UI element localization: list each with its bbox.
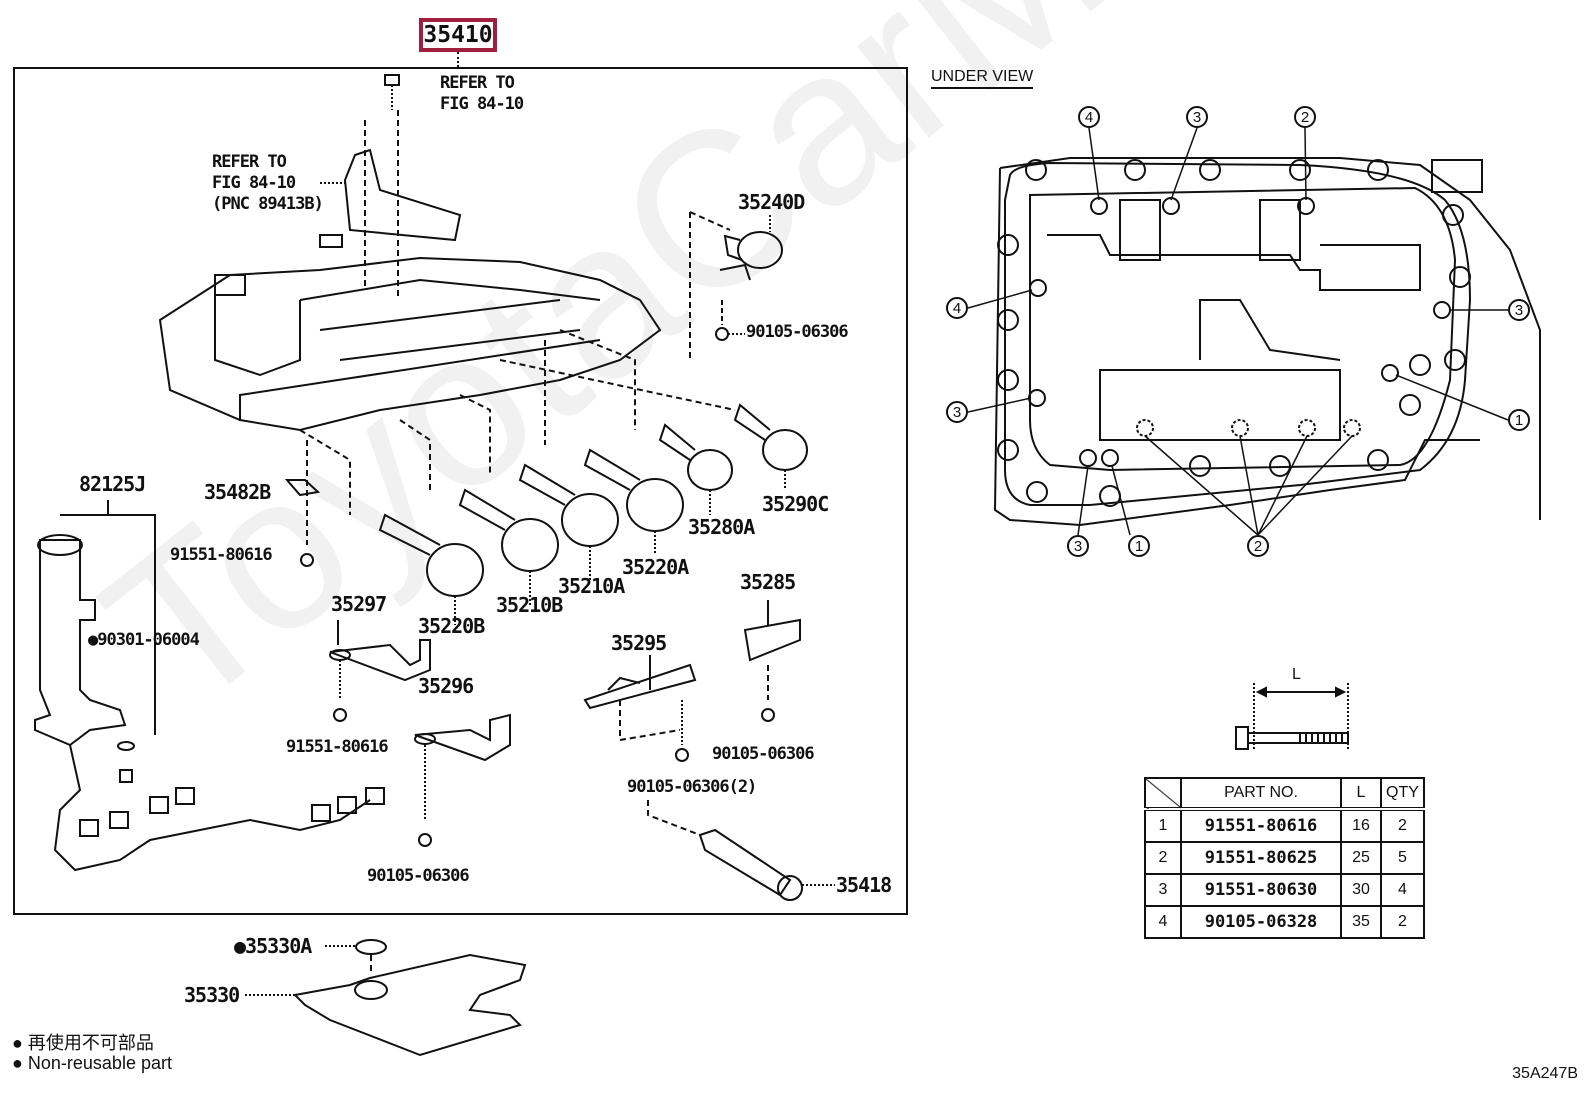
callout-bottom-3[interactable]: 3 (1067, 535, 1089, 557)
row-part-no[interactable]: 91551-80630 (1180, 873, 1342, 907)
part-label-90105-06306-2[interactable]: 90105-06306(2) (627, 777, 757, 797)
row-length: 35 (1340, 905, 1382, 939)
solenoid-35280A (658, 423, 733, 515)
header-length: L (1340, 777, 1382, 811)
part-label-35295[interactable]: 35295 (611, 631, 667, 655)
bracket-35297 (329, 639, 431, 682)
part-label-35285[interactable]: 35285 (740, 570, 796, 594)
table-corner-cell (1144, 777, 1182, 811)
part-label-35330[interactable]: 35330 (184, 983, 240, 1007)
speed-sensor (34, 539, 127, 747)
part-label-90301-06004[interactable]: ●90301-06004 (88, 630, 200, 650)
under-view-title: UNDER VIEW (931, 68, 1034, 89)
row-qty: 4 (1380, 873, 1425, 907)
non-reusable-bullet-icon: ● (88, 630, 98, 650)
oil-strainer (292, 953, 527, 1057)
solenoid-35290C (733, 403, 808, 490)
bolt-length-label: L (1292, 666, 1301, 683)
solenoid-35210B (458, 488, 559, 605)
bolt-spec-table: PART NO. L QTY 1 91551-80616 16 2 2 9155… (1144, 777, 1425, 939)
bolt-length-dimension (1235, 683, 1349, 750)
bracket-35296 (414, 713, 511, 762)
table-row: 2 91551-80625 25 5 (1144, 841, 1425, 875)
main-exploded-view-frame (13, 67, 908, 915)
callout-left-4[interactable]: 4 (946, 297, 968, 319)
bolt-icons (333, 708, 775, 847)
callout-right-3[interactable]: 3 (1508, 299, 1530, 321)
non-reusable-bullet-icon: ● (12, 1033, 23, 1053)
part-label-35297[interactable]: 35297 (331, 592, 387, 616)
bolt-icon (1235, 726, 1249, 750)
table-row: 3 91551-80630 30 4 (1144, 873, 1425, 907)
row-part-no[interactable]: 90105-06328 (1180, 905, 1342, 939)
callout-bottom-1[interactable]: 1 (1128, 535, 1150, 557)
part-label-82125J[interactable]: 82125J (79, 472, 146, 496)
header-part-no: PART NO. (1180, 777, 1342, 811)
part-label-35280A[interactable]: 35280A (688, 515, 755, 539)
part-label-90105-06306-d[interactable]: 90105-06306 (367, 866, 470, 886)
row-index: 3 (1144, 873, 1182, 907)
wire-harness (53, 744, 371, 872)
part-label-35330A[interactable]: ●35330A (234, 934, 312, 958)
callout-right-1[interactable]: 1 (1508, 409, 1530, 431)
legend-english: ● Non-reusable part (12, 1053, 172, 1073)
pipe-35418 (698, 828, 792, 897)
part-label-35220A[interactable]: 35220A (622, 555, 689, 579)
callout-top-3[interactable]: 3 (1186, 106, 1208, 128)
callout-bottom-2[interactable]: 2 (1247, 535, 1269, 557)
row-index: 1 (1144, 808, 1182, 843)
part-label-35240D[interactable]: 35240D (738, 190, 805, 214)
bracket-35285 (743, 618, 801, 662)
assembly-part-number[interactable]: 35410 (419, 18, 497, 52)
valve-body-top (214, 290, 301, 377)
row-part-no[interactable]: 91551-80616 (1180, 808, 1342, 843)
flange-holes (997, 159, 1471, 507)
row-index: 2 (1144, 841, 1182, 875)
valve-body-shape (158, 256, 662, 432)
valve-body-outline (993, 157, 1541, 527)
part-label-90105-06306-a[interactable]: 90105-06306 (746, 322, 849, 342)
non-reusable-bullet-icon: ● (12, 1053, 23, 1073)
row-length: 30 (1340, 873, 1382, 907)
part-label-35418[interactable]: 35418 (836, 873, 892, 897)
row-qty: 5 (1380, 841, 1425, 875)
row-qty: 2 (1380, 808, 1425, 843)
callout-top-2[interactable]: 2 (1294, 106, 1316, 128)
bracket-35295 (583, 663, 697, 710)
table-header-row: PART NO. L QTY (1144, 777, 1425, 811)
part-label-35482B[interactable]: 35482B (204, 480, 271, 504)
part-label-35290C[interactable]: 35290C (762, 492, 829, 516)
table-row: 1 91551-80616 16 2 (1144, 808, 1425, 843)
callout-top-4[interactable]: 4 (1078, 106, 1100, 128)
part-label-90105-06306-b[interactable]: 90105-06306 (712, 744, 815, 764)
callout-left-3[interactable]: 3 (946, 401, 968, 423)
solenoid-35210A (518, 463, 619, 580)
header-qty: QTY (1380, 777, 1425, 811)
part-label-35220B[interactable]: 35220B (418, 614, 485, 638)
figure-code: 35A247B (1512, 1065, 1578, 1082)
solenoid-35220A (583, 448, 684, 555)
row-part-no[interactable]: 91551-80625 (1180, 841, 1342, 875)
part-label-35210A[interactable]: 35210A (558, 574, 625, 598)
row-qty: 2 (1380, 905, 1425, 939)
legend-japanese: ● 再使用不可部品 (12, 1033, 154, 1053)
part-label-91551-80616-a[interactable]: 91551-80616 (170, 545, 273, 565)
part-label-35210B[interactable]: 35210B (496, 593, 563, 617)
row-length: 16 (1340, 808, 1382, 843)
callout-bolts (1028, 197, 1451, 467)
row-length: 25 (1340, 841, 1382, 875)
non-reusable-bullet-icon: ● (234, 934, 246, 958)
title-leader (457, 52, 461, 67)
table-row: 4 90105-06328 35 2 (1144, 905, 1425, 939)
part-label-35296[interactable]: 35296 (418, 674, 474, 698)
part-label-91551-80616-b[interactable]: 91551-80616 (286, 737, 389, 757)
row-index: 4 (1144, 905, 1182, 939)
solenoid-35220B (378, 513, 484, 625)
